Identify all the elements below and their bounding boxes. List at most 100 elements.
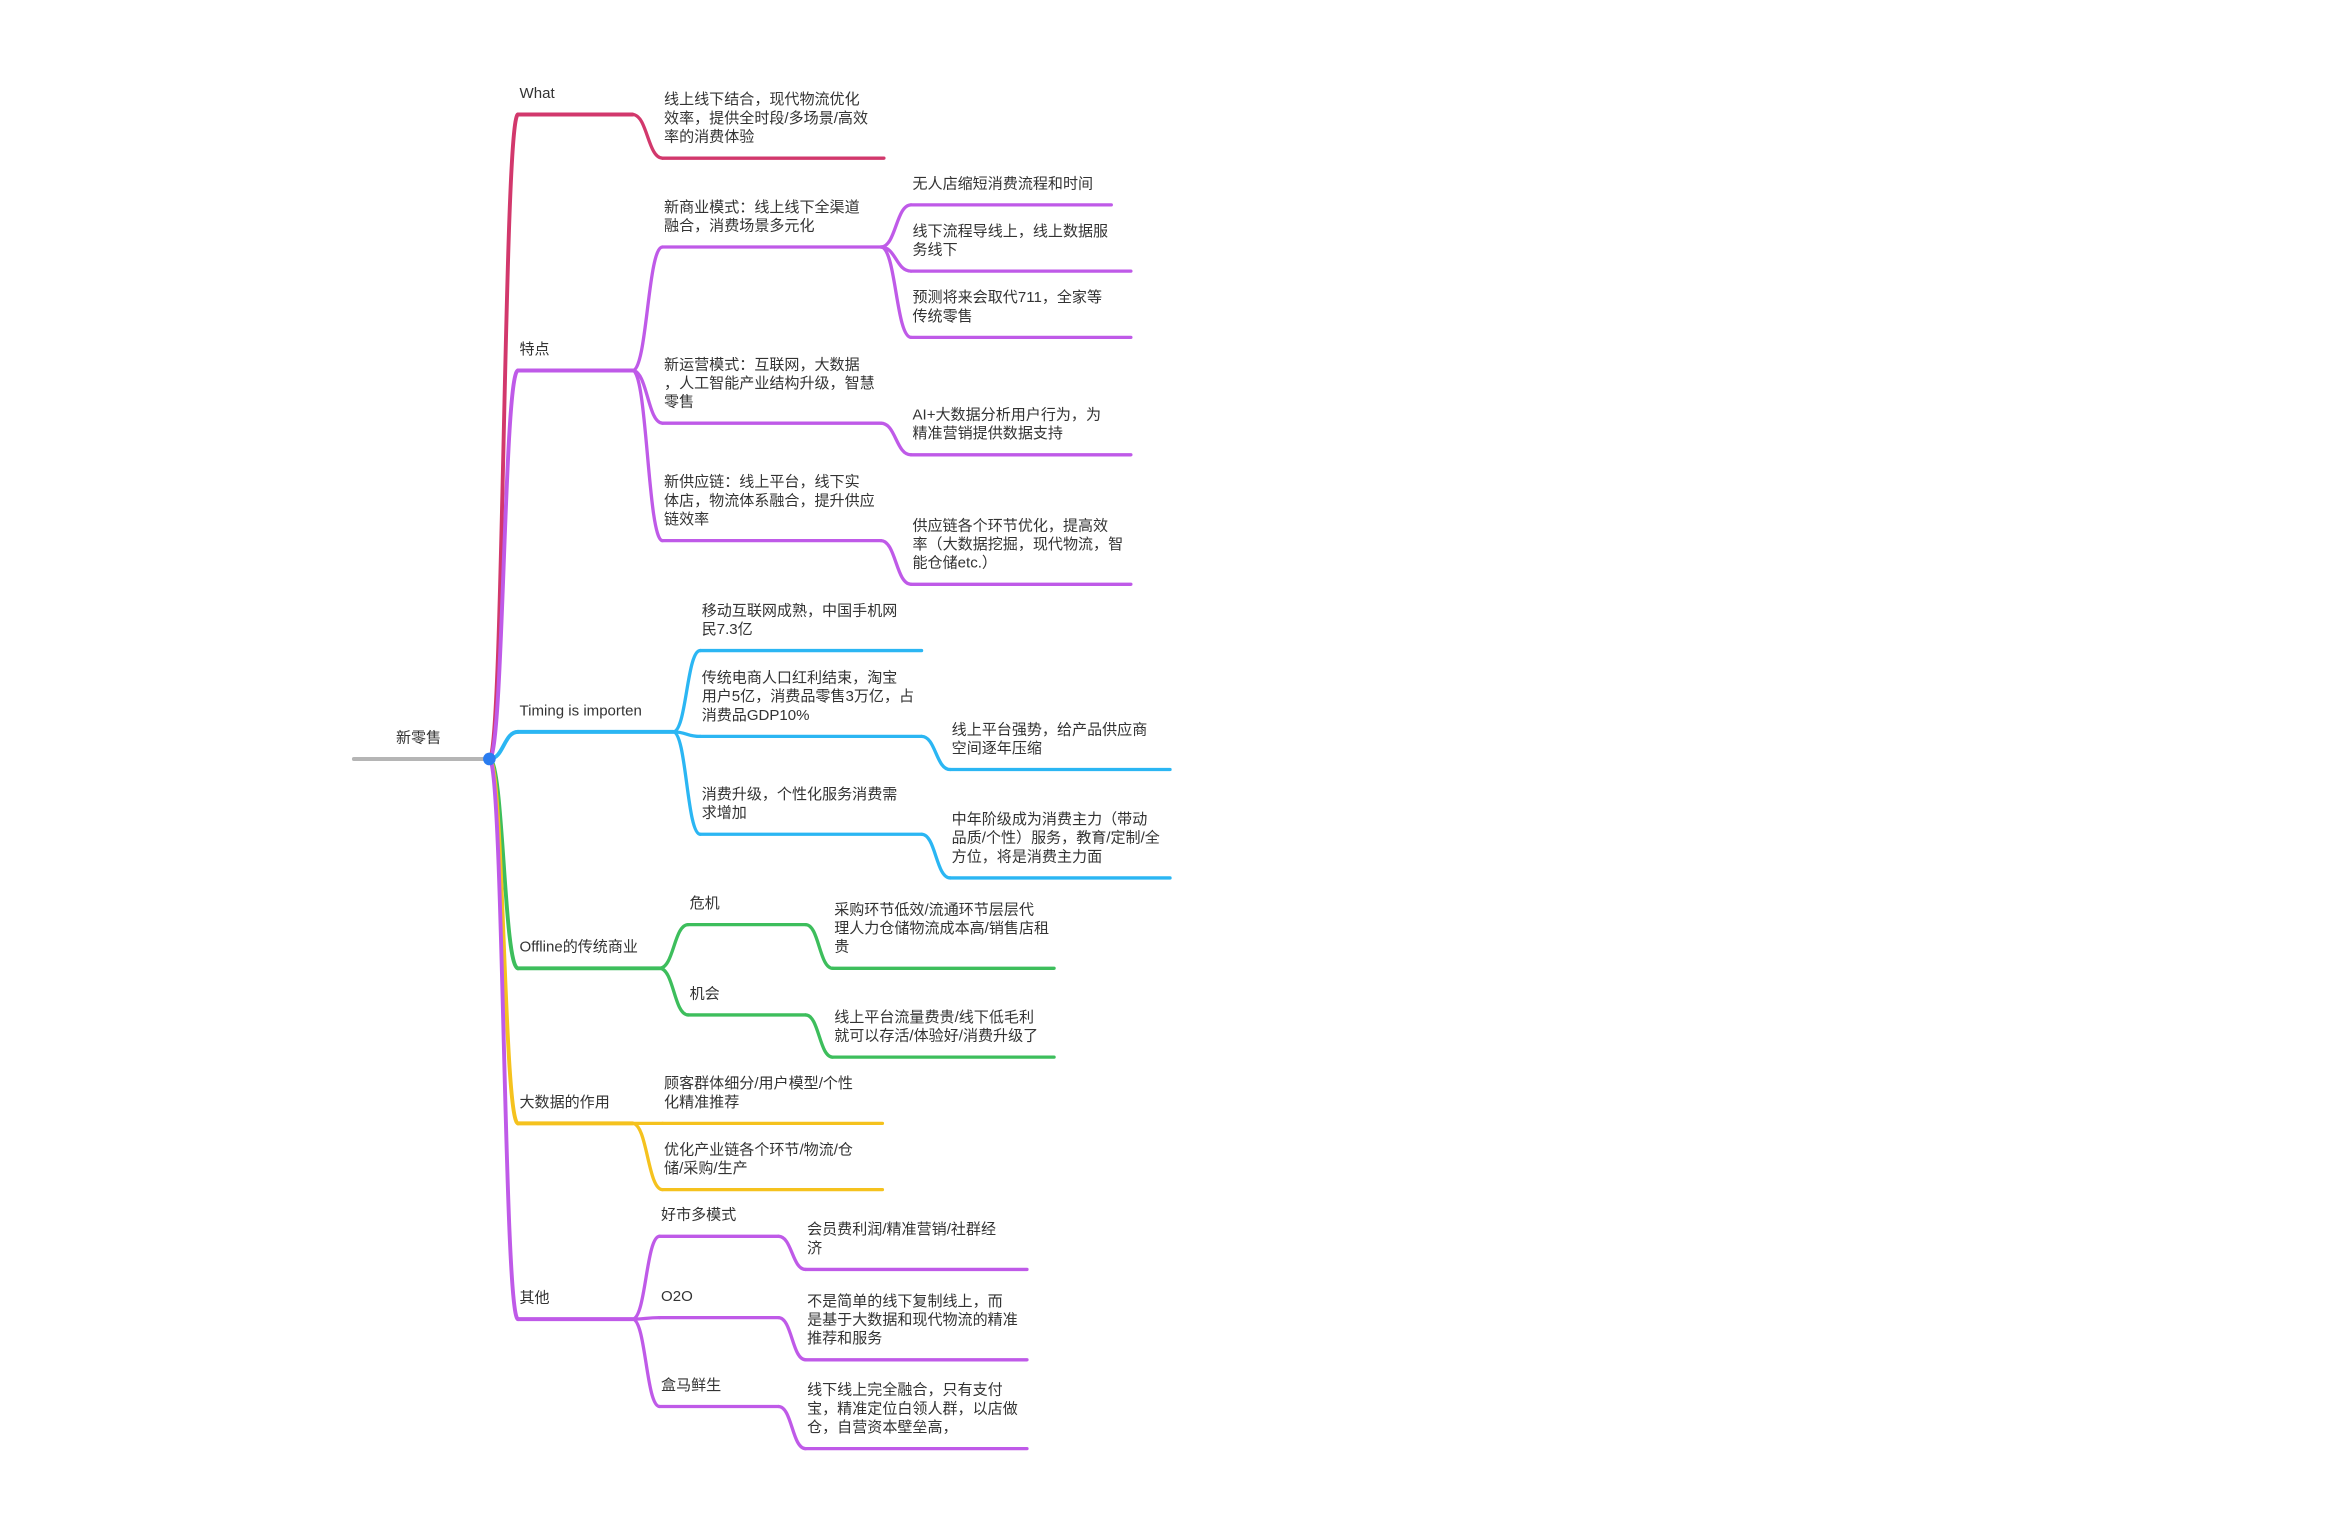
topic-text-line: 能仓储etc.） <box>913 555 997 572</box>
branch-connector <box>657 966 690 1017</box>
central-topic-text: 新零售 <box>396 729 441 746</box>
branch-connector <box>630 1317 662 1409</box>
topic-text-line: 线上平台流量费贵/线下低毛利 <box>834 1009 1034 1026</box>
topic-text-line: 新商业模式：线上线下全渠道 <box>664 198 860 216</box>
branch-connector <box>803 1013 835 1059</box>
branch-connector <box>671 648 702 734</box>
topic-text-line: 危机 <box>690 895 720 912</box>
topic-text-line: 采购环节低效/流通环节层层代 <box>834 901 1034 918</box>
topic-text-line: 不是简单的线下复制线上，而 <box>807 1292 1003 1310</box>
subtopic[interactable]: 机会 <box>686 985 808 1017</box>
topic-text-line: 线下流程导线上，线上数据服 <box>913 223 1109 240</box>
topic-text-line: 线上线下结合，现代物流优化 <box>664 91 860 108</box>
subtopic[interactable]: 优化产业链各个环节/物流/仓储/采购/生产 <box>660 1141 885 1192</box>
branch-connector <box>919 832 952 880</box>
topic-text-line: 推荐和服务 <box>807 1330 882 1347</box>
branch-connector <box>630 368 665 543</box>
topic-text-line: 零售 <box>664 394 694 411</box>
branch-connector <box>776 1234 808 1272</box>
branch-junction-dot[interactable] <box>483 752 496 766</box>
branch-connector <box>879 538 913 586</box>
topic-text-line: 方位，将是消费主力面 <box>952 848 1102 865</box>
topic-text-line: 体店，物流体系融合，提升供应 <box>664 491 875 509</box>
topic-text-line: 优化产业链各个环节/物流/仓 <box>664 1141 853 1158</box>
topic-text-line: 无人店缩短消费流程和时间 <box>913 175 1094 192</box>
subtopic[interactable]: 盒马鲜生 <box>657 1377 781 1409</box>
topic-text-line: 中年阶级成为消费主力（带动 <box>952 811 1148 828</box>
topic-text-line: 供应链各个环节优化，提高效 <box>913 516 1109 534</box>
branch-connector <box>879 421 913 457</box>
subtopic[interactable]: 好市多模式 <box>657 1207 781 1238</box>
topic-text-line: 理人力仓储物流成本高/销售店租 <box>834 920 1049 937</box>
topic-text-line: 新供应链：线上平台，线下实 <box>664 473 860 491</box>
topic-text-line: 机会 <box>690 985 720 1002</box>
topic-text-line: 宝，精准定位白领人群，以店做 <box>807 1400 1018 1417</box>
main-topic[interactable]: 大数据的作用 <box>516 1094 635 1126</box>
subtopic[interactable]: O2O <box>657 1288 781 1320</box>
topic-text-line: What <box>520 85 556 102</box>
branch-connector <box>630 245 665 373</box>
topic-text-line: 大数据的作用 <box>520 1094 610 1111</box>
branch-connector <box>487 757 520 1322</box>
branch-connector <box>919 734 952 772</box>
topic-text-line: 是基于大数据和现代物流的精准 <box>807 1312 1018 1329</box>
topic-text-line: 用户5亿，消费品零售3万亿，占 <box>702 688 914 705</box>
topic-text-line: 民7.3亿 <box>702 621 753 638</box>
topic-text-line: ，人工智能产业结构升级，智慧 <box>664 374 875 392</box>
topic-text-line: 会员费利润/精准营销/社群经 <box>807 1221 996 1238</box>
topic-text-line: 好市多模式 <box>661 1207 736 1224</box>
subtopic[interactable]: 危机 <box>686 895 808 927</box>
topic-text-line: 贵 <box>834 939 849 956</box>
main-topic[interactable]: Offline的传统商业 <box>516 939 662 971</box>
topic-text-line: 新运营模式：互联网，大数据 <box>664 356 860 373</box>
main-topic[interactable]: Timing is importen <box>516 702 676 734</box>
topic-text-line: 移动互联网成熟，中国手机网 <box>702 602 898 619</box>
main-topic[interactable]: What <box>516 85 635 117</box>
topic-text-line: 务线下 <box>913 242 958 259</box>
detail-topic[interactable]: 无人店缩短消费流程和时间 <box>909 175 1113 207</box>
topic-text-line: 仓，自营资本壁垒高， <box>807 1419 957 1436</box>
topic-text-line: 储/采购/生产 <box>664 1160 748 1177</box>
topic-text-line: 传统零售 <box>913 308 973 325</box>
topic-text-line: 其他 <box>520 1290 550 1307</box>
topic-text-line: Timing is importen <box>520 702 642 719</box>
main-topic[interactable]: 特点 <box>516 341 635 373</box>
topic-text-line: 顾客群体细分/用户模型/个性 <box>664 1075 853 1092</box>
topic-text-line: 消费升级，个性化服务消费需 <box>702 786 898 803</box>
topic-text-line: 化精准推荐 <box>664 1094 739 1111</box>
topic-text-line: 效率，提供全时段/多场景/高效 <box>664 109 868 127</box>
topic-text-line: O2O <box>661 1288 693 1305</box>
branch-connector <box>630 1315 662 1321</box>
branch-connector <box>671 730 702 836</box>
topic-text-line: Offline的传统商业 <box>520 939 638 956</box>
branch-connector <box>630 112 665 160</box>
topic-text-line: 链效率 <box>664 511 709 528</box>
topic-text-line: 预测将来会取代711，全家等 <box>913 288 1103 306</box>
topic-text-line: 济 <box>807 1240 822 1257</box>
branch-connector <box>657 922 690 970</box>
central-topic[interactable]: 新零售 <box>351 729 492 761</box>
branch-connector <box>630 1121 665 1192</box>
main-topic[interactable]: 其他 <box>516 1290 635 1322</box>
